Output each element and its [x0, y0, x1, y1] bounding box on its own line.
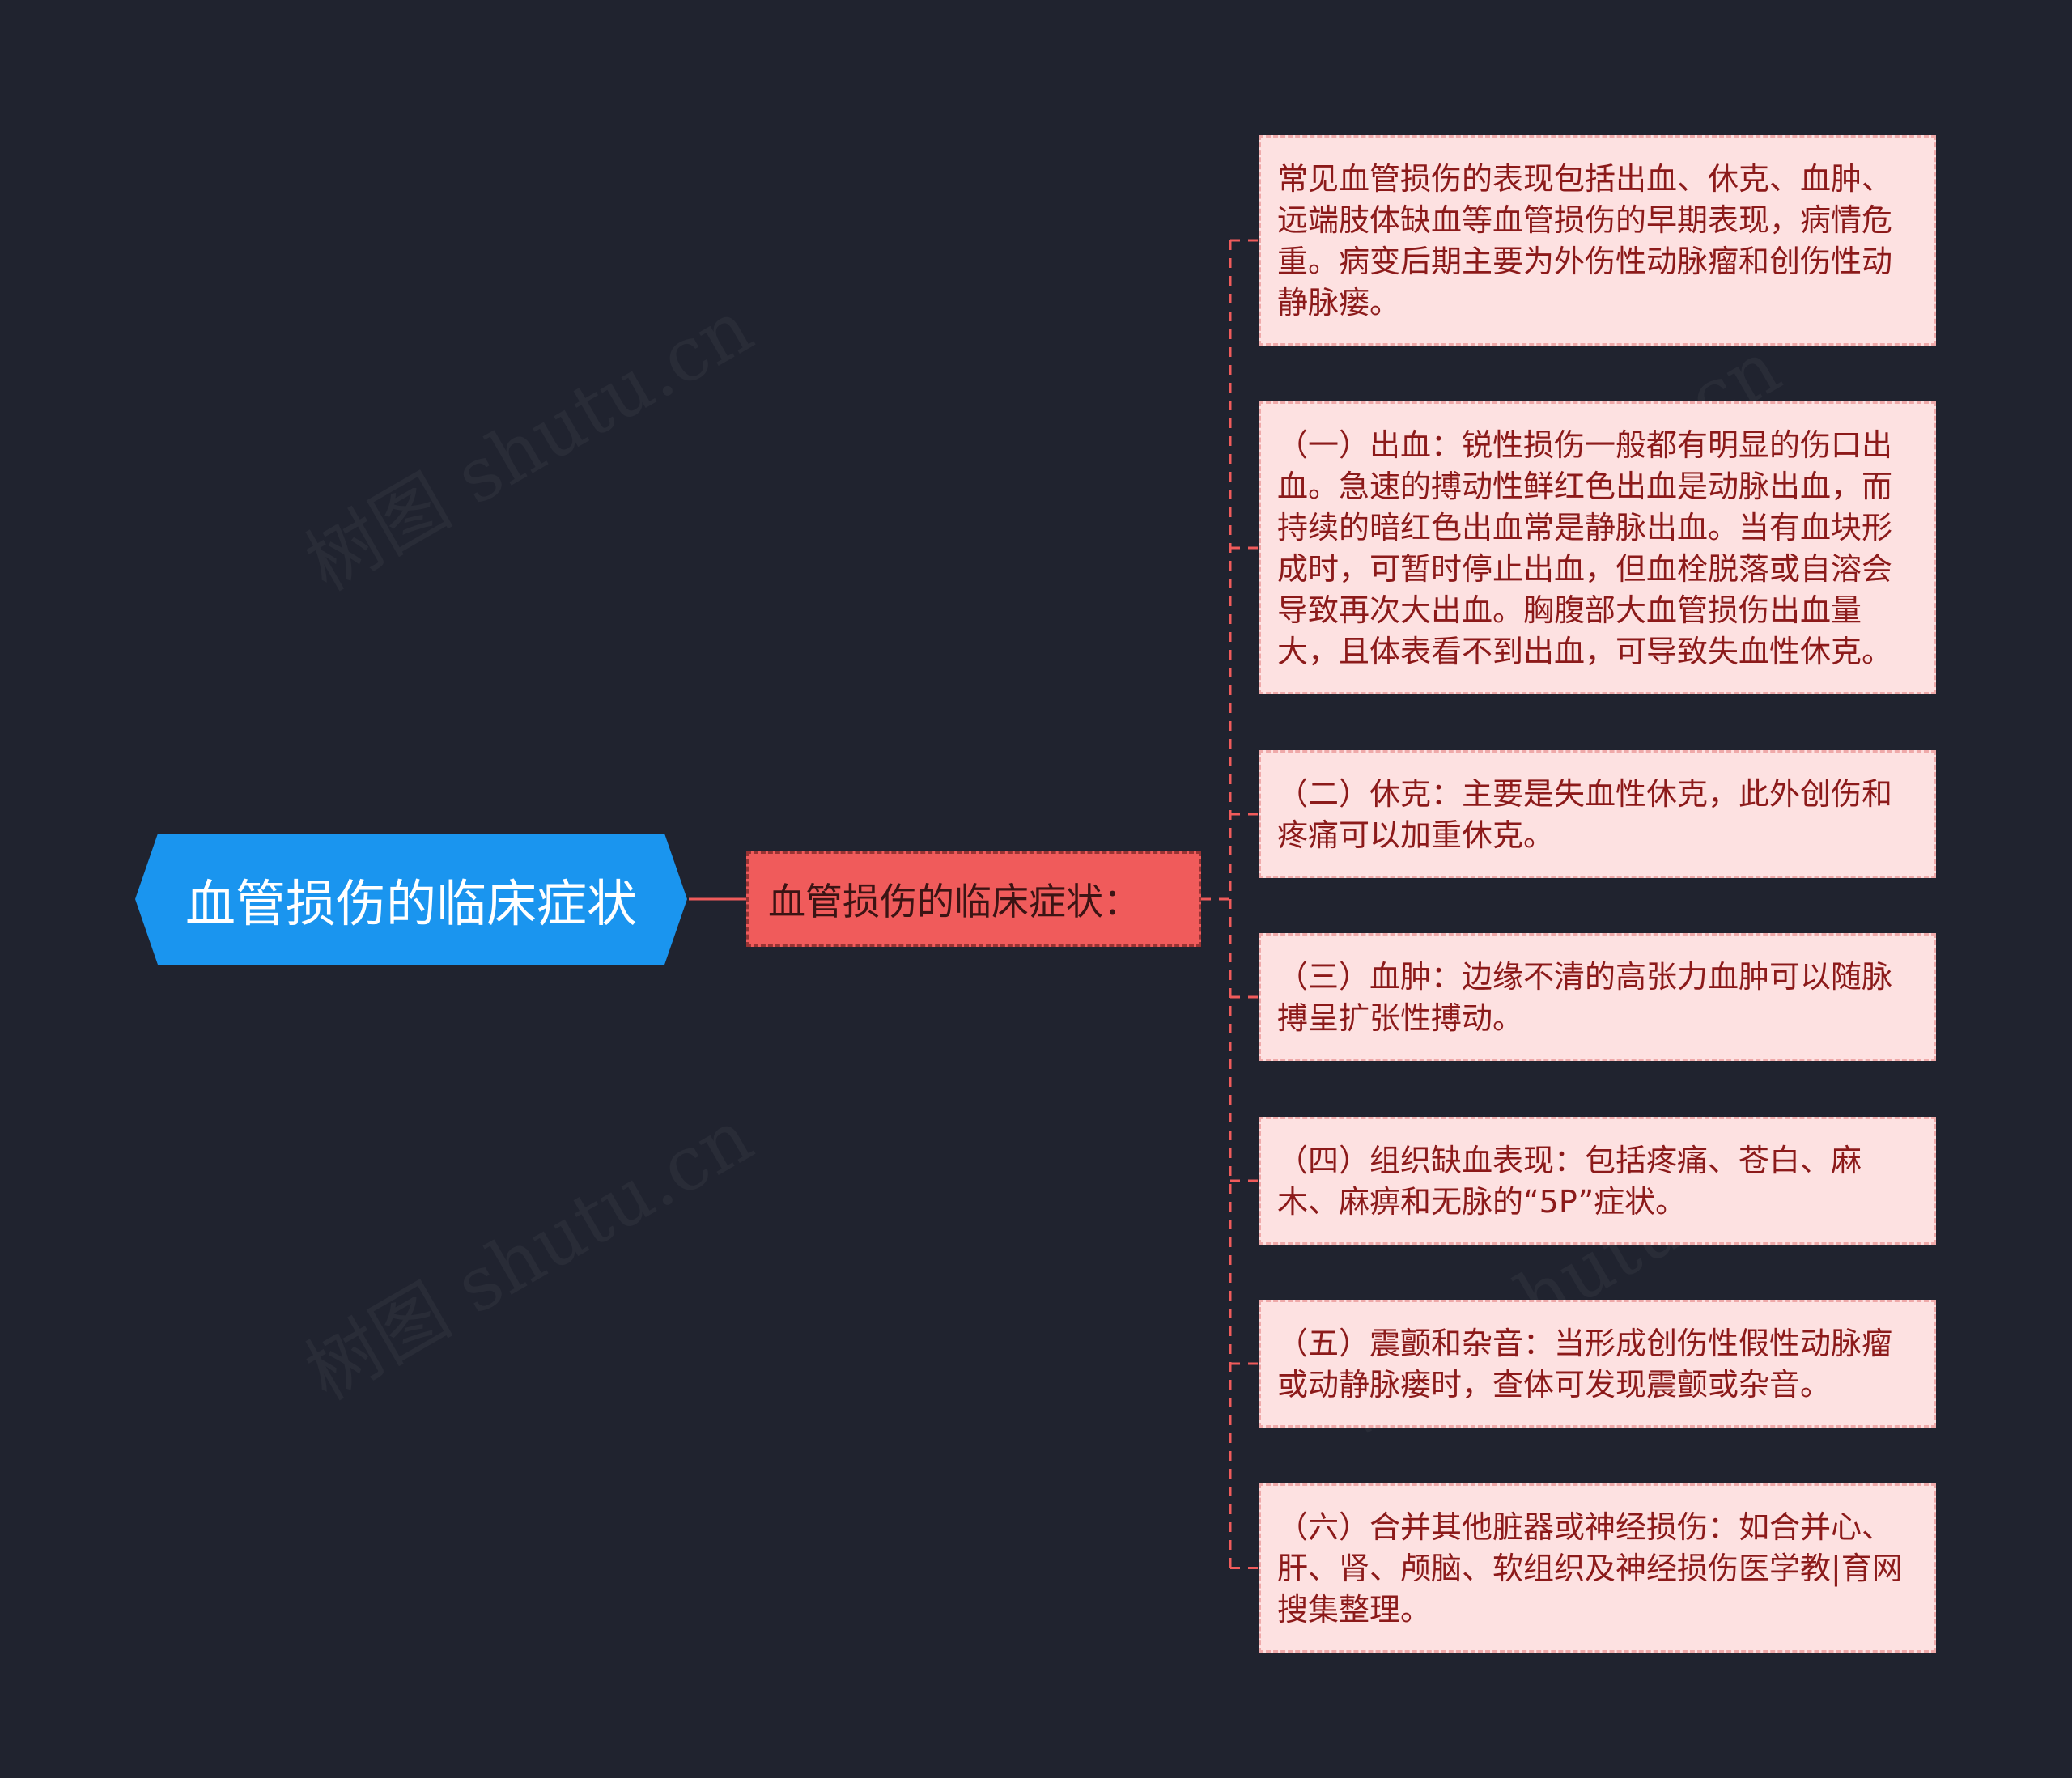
- leaf-node-4[interactable]: （四）组织缺血表现：包括疼痛、苍白、麻木、麻痹和无脉的“5P”症状。: [1259, 1117, 1936, 1245]
- leaf-node-5[interactable]: （五）震颤和杂音：当形成创伤性假性动脉瘤或动静脉瘘时，查体可发现震颤或杂音。: [1259, 1300, 1936, 1428]
- root-topic[interactable]: 血管损伤的临床症状: [135, 834, 687, 965]
- leaf-node-3[interactable]: （三）血肿：边缘不清的高张力血肿可以随脉搏呈扩张性搏动。: [1259, 933, 1936, 1061]
- leaf-node-6[interactable]: （六）合并其他脏器或神经损伤：如合并心、肝、肾、颅脑、软组织及神经损伤医学教|育…: [1259, 1483, 1936, 1653]
- leaf-node-1[interactable]: （一）出血：锐性损伤一般都有明显的伤口出血。急速的搏动性鲜红色出血是动脉出血，而…: [1259, 401, 1936, 694]
- leaf-node-2[interactable]: （二）休克：主要是失血性休克，此外创伤和疼痛可以加重休克。: [1259, 750, 1936, 878]
- leaf-node-0[interactable]: 常见血管损伤的表现包括出血、休克、血肿、远端肢体缺血等血管损伤的早期表现，病情危…: [1259, 135, 1936, 346]
- subtopic-node[interactable]: 血管损伤的临床症状：: [746, 851, 1201, 947]
